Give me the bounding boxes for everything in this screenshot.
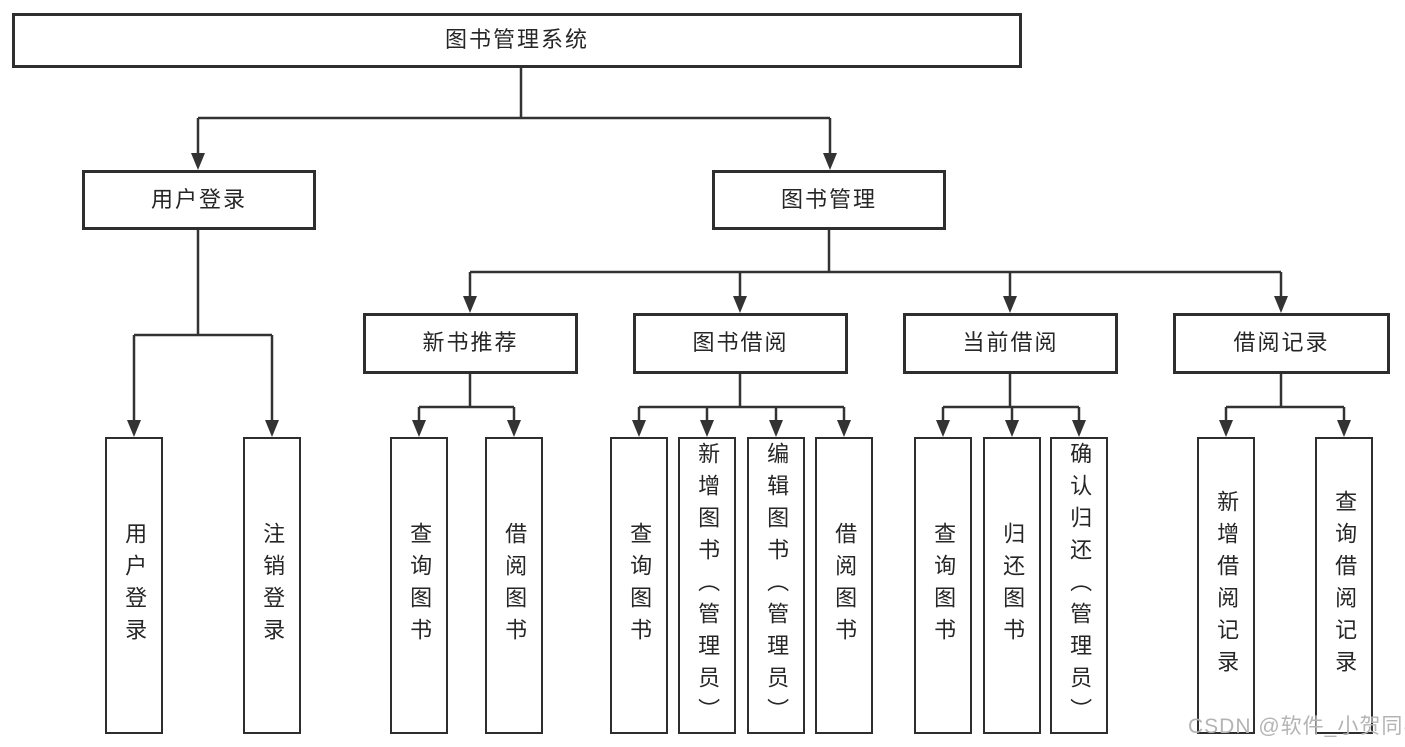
leaf-query-books-borrow: 查询图书 <box>610 437 668 734</box>
leaf-add-book-admin: 新增图书（管理员） <box>678 437 736 734</box>
connector-book-management-to-level3 <box>463 230 1288 313</box>
connector-book-borrow-to-leaves <box>632 374 851 437</box>
node-root-system: 图书管理系统 <box>12 13 1022 68</box>
connector-new-book-recommend-to-leaves <box>412 374 521 437</box>
connector-user-login-to-leaves <box>127 230 279 437</box>
node-new-book-recommend: 新书推荐 <box>363 313 578 374</box>
leaf-user-login: 用户登录 <box>105 437 163 734</box>
csdn-watermark: CSDN @软件_小贺同学 <box>1188 715 1405 738</box>
node-current-borrow: 当前借阅 <box>903 313 1118 374</box>
node-book-borrow: 图书借阅 <box>633 313 848 374</box>
node-user-login: 用户登录 <box>82 170 316 230</box>
leaf-query-books-recommend: 查询图书 <box>390 437 448 734</box>
leaf-confirm-return-admin: 确认归还（管理员） <box>1050 437 1108 734</box>
leaf-query-borrow-record: 查询借阅记录 <box>1315 437 1373 734</box>
connector-current-borrow-to-leaves <box>936 374 1086 437</box>
leaf-borrow-books-borrow: 借阅图书 <box>815 437 873 734</box>
connector-root-to-level2 <box>191 68 837 170</box>
leaf-query-books-current: 查询图书 <box>914 437 972 734</box>
leaf-add-borrow-record: 新增借阅记录 <box>1197 437 1255 734</box>
leaf-borrow-books-recommend: 借阅图书 <box>485 437 543 734</box>
node-book-management: 图书管理 <box>712 170 946 230</box>
leaf-return-books: 归还图书 <box>983 437 1041 734</box>
node-borrow-records: 借阅记录 <box>1173 313 1390 374</box>
leaf-edit-book-admin: 编辑图书（管理员） <box>747 437 805 734</box>
connector-borrow-records-to-leaves <box>1219 374 1351 437</box>
leaf-logout: 注销登录 <box>243 437 301 734</box>
